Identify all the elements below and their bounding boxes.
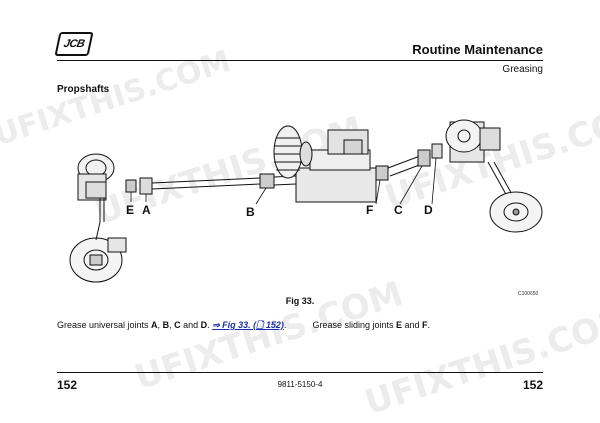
joint-b: B	[162, 320, 170, 330]
callout-c: C	[394, 203, 403, 217]
separator: and	[402, 320, 423, 330]
separator: and	[180, 320, 201, 330]
joint-c: C	[174, 320, 181, 330]
page-header-subtitle: Greasing	[502, 64, 543, 75]
instruction-text: Grease sliding joints	[312, 320, 396, 330]
document-number: 9811-5150-4	[277, 380, 323, 389]
joint-d: D	[200, 320, 208, 330]
propshaft-illustration: E A B F C D	[69, 119, 543, 283]
separator: .	[283, 320, 287, 330]
page-number-left: 152	[57, 378, 78, 392]
joint-e: E	[395, 320, 402, 330]
callout-a: A	[142, 203, 151, 217]
section-title: Propshafts	[57, 84, 110, 95]
callout-d: D	[424, 203, 433, 217]
callout-b: B	[246, 205, 255, 219]
instruction-text: Grease universal joints	[57, 320, 152, 330]
joint-f: F	[422, 320, 428, 330]
callout-f: F	[366, 203, 373, 217]
figure-code: C100650	[518, 291, 539, 297]
separator: .	[427, 320, 431, 330]
joint-a: A	[151, 320, 158, 330]
figure-link[interactable]: ⇒ Fig 33. (🗋 152)	[212, 320, 284, 330]
body-instructions: Grease universal joints A, B, C and D. ⇒…	[57, 318, 430, 334]
header-divider	[57, 60, 543, 61]
separator: ,	[169, 320, 175, 330]
jcb-logo: JCB	[54, 32, 94, 56]
page-number-right: 152	[522, 378, 543, 392]
separator: .	[207, 320, 213, 330]
callout-e: E	[126, 203, 134, 217]
figure-caption: Fig 33.	[285, 296, 315, 306]
footer-divider	[57, 372, 543, 373]
page-header-title: Routine Maintenance	[412, 42, 543, 57]
separator: ,	[157, 320, 163, 330]
